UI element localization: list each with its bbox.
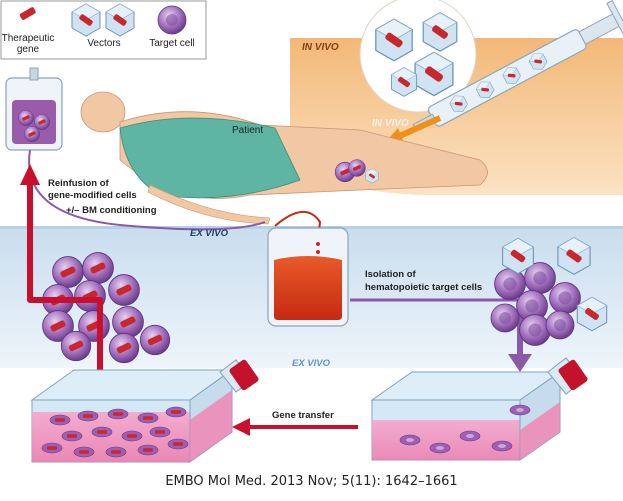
reinfusion-label-2: gene-modified cells — [48, 190, 137, 201]
reinfusion-arrow — [27, 180, 103, 380]
injected-cell-2 — [348, 159, 366, 177]
legend-vectors-label: Vectors — [87, 38, 120, 49]
patient-label: Patient — [232, 125, 263, 136]
isolation-arrowhead — [508, 354, 532, 372]
isolation-label-1: Isolation of — [365, 269, 417, 280]
flask-modified — [30, 359, 259, 463]
target-cell-icon — [157, 5, 187, 35]
reinfusion-label-3: +/– BM conditioning — [66, 205, 157, 216]
vector-magnification — [359, 0, 477, 113]
in-vivo-label-mid: IN VIVO — [372, 118, 409, 129]
flask-isolated — [370, 357, 588, 461]
legend-gene-label: Therapeutic — [2, 33, 55, 44]
gene-transfer-arrowhead — [232, 418, 250, 436]
patient-head — [80, 91, 126, 133]
gene-transfer-label: Gene transfer — [272, 410, 334, 421]
gene-icon — [19, 7, 36, 20]
ex-vivo-label-mid: EX VIVO — [292, 358, 331, 369]
patient-gown — [119, 117, 301, 199]
blood-bag — [267, 227, 349, 327]
ex-vivo-label: EX VIVO — [190, 228, 229, 239]
reinfusion-arrowhead — [20, 164, 40, 185]
patient: Patient — [80, 91, 488, 225]
blood-tube — [274, 211, 322, 241]
reinfusion-label-1: Reinfusion of — [48, 178, 110, 189]
injection-arrow — [393, 115, 442, 141]
legend-target-cell-label: Target cell — [149, 38, 195, 49]
in-vivo-label: IN VIVO — [302, 42, 339, 53]
patient-arm — [147, 184, 271, 225]
source-caption: EMBO Mol Med. 2013 Nov; 5(11): 1642–1661 — [165, 474, 458, 489]
iv-bag — [5, 67, 63, 151]
legend-gene-label-2: gene — [17, 44, 40, 55]
legend: Therapeutic gene Vectors Target cell — [0, 0, 207, 60]
isolation-label-2: hematopoietic target cells — [365, 282, 482, 293]
